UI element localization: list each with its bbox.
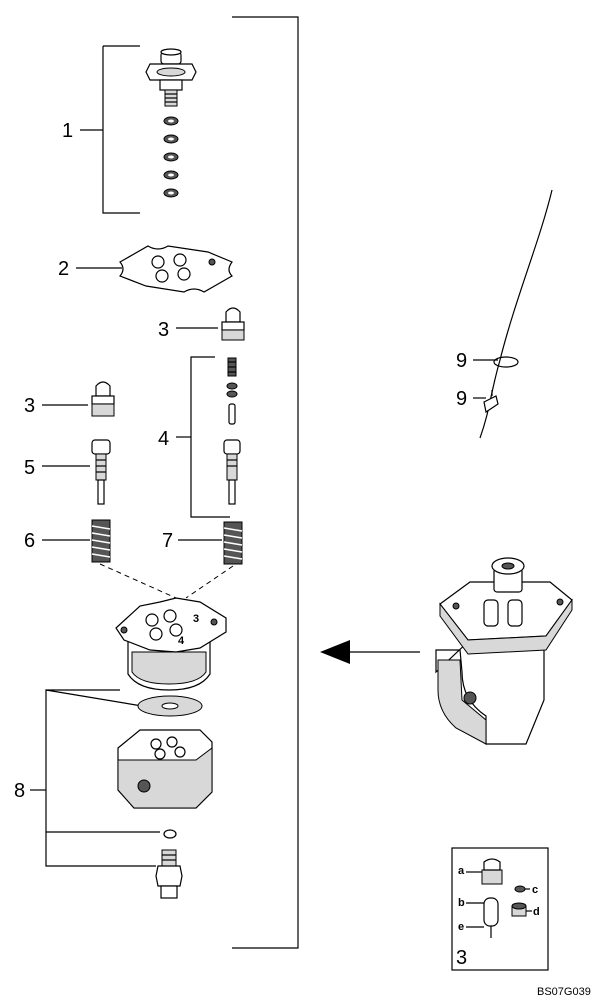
- inset-label-a: a: [458, 865, 465, 877]
- cable-part: [479, 189, 553, 439]
- callout-5-label: 5: [24, 457, 35, 479]
- callout-7-group: 7: [162, 530, 222, 552]
- callout-2-group: 2: [58, 258, 122, 280]
- assembly-guide-lines: [99, 563, 234, 599]
- callout-9-upper-label: 9: [456, 350, 467, 372]
- callout-3-left-group: 3: [24, 395, 88, 417]
- callout-3-right-group: 3: [158, 319, 218, 341]
- callout-1-group: 1: [62, 45, 140, 214]
- callout-4-group: 4: [158, 356, 230, 518]
- fitting-bottom: [155, 849, 183, 899]
- callout-9-lower-label: 9: [456, 388, 467, 410]
- inset-label-e: e: [458, 921, 464, 933]
- fitting-part: [145, 48, 197, 107]
- plunger-part: [91, 439, 111, 505]
- callout-5-group: 5: [24, 457, 90, 479]
- plunger-cap-left: [91, 381, 115, 417]
- callout-9-group: 9 9: [456, 350, 498, 410]
- callout-3-left-label: 3: [24, 395, 35, 417]
- plunger-cap-right: [221, 307, 245, 341]
- valve-body-upper: 3 4: [115, 597, 227, 691]
- callout-7-label: 7: [162, 530, 173, 552]
- inset-number: 3: [456, 947, 467, 969]
- spring-left: [91, 519, 111, 563]
- callout-1-label: 1: [62, 120, 73, 142]
- inset-label-d: d: [533, 906, 540, 918]
- inset-label-c: c: [532, 884, 538, 896]
- small-o-ring: [163, 829, 177, 839]
- seal-rings: [163, 116, 179, 198]
- plate-port-number-4: 4: [178, 635, 185, 647]
- gasket-ring-part: [137, 695, 203, 717]
- valve-base-block: [117, 729, 213, 809]
- main-assembly-bracket: [232, 16, 299, 949]
- drawing-code: BS07G039: [537, 986, 591, 998]
- gasket-plate-part: [118, 245, 233, 293]
- direction-arrow: [320, 640, 420, 664]
- callout-3-right-label: 3: [158, 319, 169, 341]
- assembled-valve-view: [435, 557, 573, 745]
- callout-2-label: 2: [58, 258, 69, 280]
- callout-8-group: 8: [14, 689, 160, 867]
- callout-6-group: 6: [24, 530, 90, 552]
- plate-port-number-3: 3: [193, 613, 199, 625]
- callout-6-label: 6: [24, 530, 35, 552]
- callout-8-label: 8: [14, 780, 25, 802]
- inset-label-b: b: [458, 897, 465, 909]
- spring-plunger-set: [223, 357, 241, 505]
- inset-detail-box: 3 a b e c d: [451, 847, 549, 971]
- callout-4-label: 4: [158, 428, 169, 450]
- spring-right: [223, 521, 243, 565]
